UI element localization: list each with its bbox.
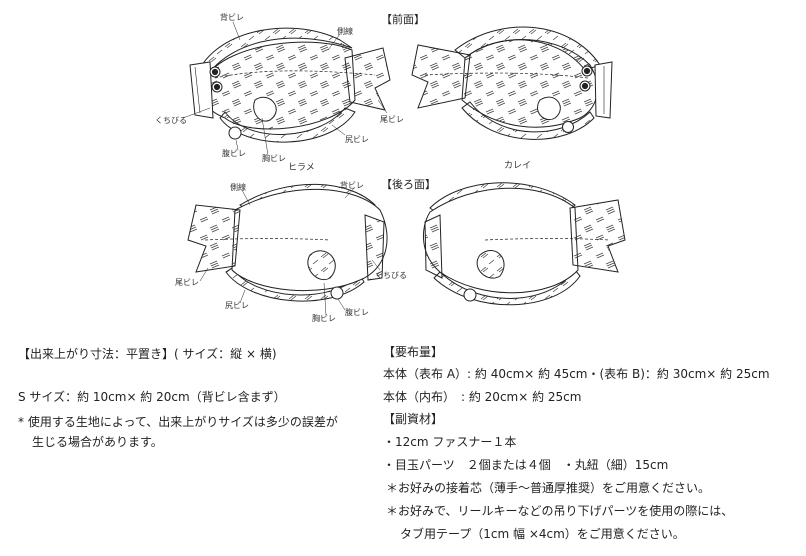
back1-anal-fin — [225, 267, 365, 302]
back1-lip — [364, 214, 385, 281]
back-label-obire: 尾ビレ — [175, 278, 199, 287]
back-heading: 【後ろ面】 — [381, 178, 436, 191]
front-label-shiribire: 尻ビレ — [345, 135, 369, 144]
front-label-harabire: 腹ビレ — [222, 149, 246, 158]
size-heading: 【出来上がり寸法：平置き】( サイズ：縦 × 横) — [18, 347, 277, 361]
front-label-kuchibiru: くちびる — [155, 116, 187, 125]
front-label-sokusen: 側線 — [337, 27, 353, 36]
back-label-kuchibiru: くちびる — [375, 271, 407, 280]
back1-body — [231, 188, 388, 292]
material-note-interfacing: ＊お好みの接着芯（薄手〜普通厚推奨）をご用意ください。 — [386, 481, 711, 495]
hirame-lip — [189, 61, 214, 119]
back1-lateral-line — [204, 238, 331, 241]
karei-front — [411, 26, 613, 140]
back2-pectoral-fin — [476, 250, 505, 279]
back2-tail — [569, 199, 626, 273]
hirame-name: ヒラメ — [288, 163, 315, 173]
back-label-harabire: 腹ビレ — [345, 308, 369, 317]
back2-lip — [424, 214, 443, 279]
karei-back — [422, 182, 626, 306]
fabric-line1: 本体（表布 A）: 約 40cm× 約 45cm・(表布 B)：約 30cm× … — [383, 367, 770, 381]
karei-pelvic-fin — [562, 121, 574, 133]
hirame-pelvic-fin — [228, 126, 242, 140]
hirame-dorsal-fin — [194, 27, 353, 81]
hirame-front — [182, 21, 391, 156]
back1-tail — [187, 204, 241, 273]
back1-pelvic-fin — [330, 286, 344, 300]
karei-lip — [594, 61, 613, 119]
karei-pectoral-fin — [537, 96, 561, 120]
back-label-shiribire: 尻ビレ — [225, 301, 249, 310]
back-label-munabire: 胸ビレ — [312, 314, 336, 323]
karei-anal-fin — [461, 101, 595, 140]
material-item-zipper: ・12cm ファスナー１本 — [383, 435, 517, 449]
back2-pelvic-fin — [463, 288, 477, 302]
size-note-line1: * 使用する生地によって、出来上がりサイズは多少の誤差が — [18, 415, 338, 429]
hirame-back — [187, 183, 388, 316]
front-heading: 【前面】 — [381, 13, 425, 26]
hirame-lateral-line — [214, 70, 376, 79]
back1-pectoral-fin — [307, 250, 336, 281]
karei-lateral-line — [424, 72, 589, 79]
material-item-eyes: ・目玉パーツ ２個または４個 ・丸紐（細）15cm — [383, 458, 669, 472]
sub-materials-heading: 【副資材】 — [383, 412, 444, 426]
back-label-sebire: 背ビレ — [340, 181, 364, 190]
fabric-heading: 【要布量】 — [383, 345, 444, 359]
back-label-sokusen: 側線 — [230, 183, 246, 192]
front-label-munabire: 胸ビレ — [262, 154, 286, 163]
front-label-sebire: 背ビレ — [220, 13, 244, 22]
karei-tail — [411, 44, 471, 109]
hirame-anal-fin — [219, 107, 356, 143]
material-note-tab-line1: ＊お好みで、リールキーなどの吊り下げパーツを使用の際には、 — [386, 504, 734, 518]
front-label-obire: 尾ビレ — [380, 115, 404, 124]
back2-lateral-line — [484, 238, 611, 241]
size-note-line2: 生じる場合があります。 — [32, 435, 163, 449]
karei-name: カレイ — [504, 161, 532, 171]
hirame-pectoral-fin — [253, 97, 277, 122]
s-size: S サイズ：約 10cm× 約 20cm（背ビレ含まず） — [18, 390, 286, 404]
material-note-tab-line2: タブ用テープ（1cm 幅 ×4cm）をご用意ください。 — [400, 527, 685, 541]
hirame-tail — [344, 47, 391, 111]
fabric-line2: 本体（内布） : 約 20cm× 約 25cm — [383, 390, 582, 404]
